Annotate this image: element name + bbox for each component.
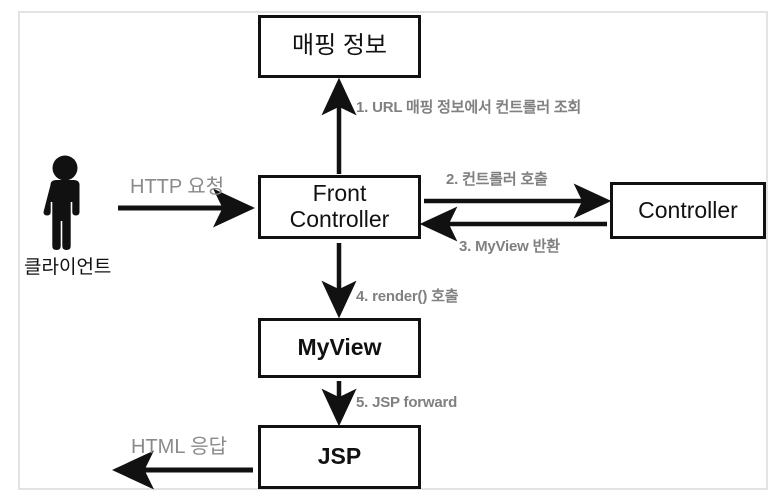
label-html-response: HTML 응답	[131, 436, 228, 458]
label-client: 클라이언트	[24, 257, 112, 278]
node-controller-label: Controller	[638, 196, 738, 223]
person-icon	[43, 155, 80, 250]
label-step2: 2. 컨트롤러 호출	[446, 171, 548, 188]
node-front-controller-label: Front Controller	[289, 180, 390, 232]
node-myview[interactable]: MyView	[258, 318, 421, 378]
node-jsp-label: JSP	[317, 443, 362, 470]
node-myview-label: MyView	[297, 334, 382, 361]
label-step5: 5. JSP forward	[356, 394, 458, 411]
node-mapping-info-label: 매핑 정보	[292, 32, 387, 60]
label-http-request: HTTP 요청	[130, 176, 225, 198]
label-step3: 3. MyView 반환	[459, 238, 560, 255]
node-controller[interactable]: Controller	[610, 182, 766, 239]
label-step4: 4. render() 호출	[356, 288, 459, 305]
node-jsp[interactable]: JSP	[258, 425, 421, 489]
node-mapping-info[interactable]: 매핑 정보	[258, 15, 421, 78]
node-front-controller[interactable]: Front Controller	[258, 175, 421, 239]
diagram-frame	[18, 11, 768, 490]
label-step1: 1. URL 매핑 정보에서 컨트롤러 조회	[356, 99, 582, 116]
